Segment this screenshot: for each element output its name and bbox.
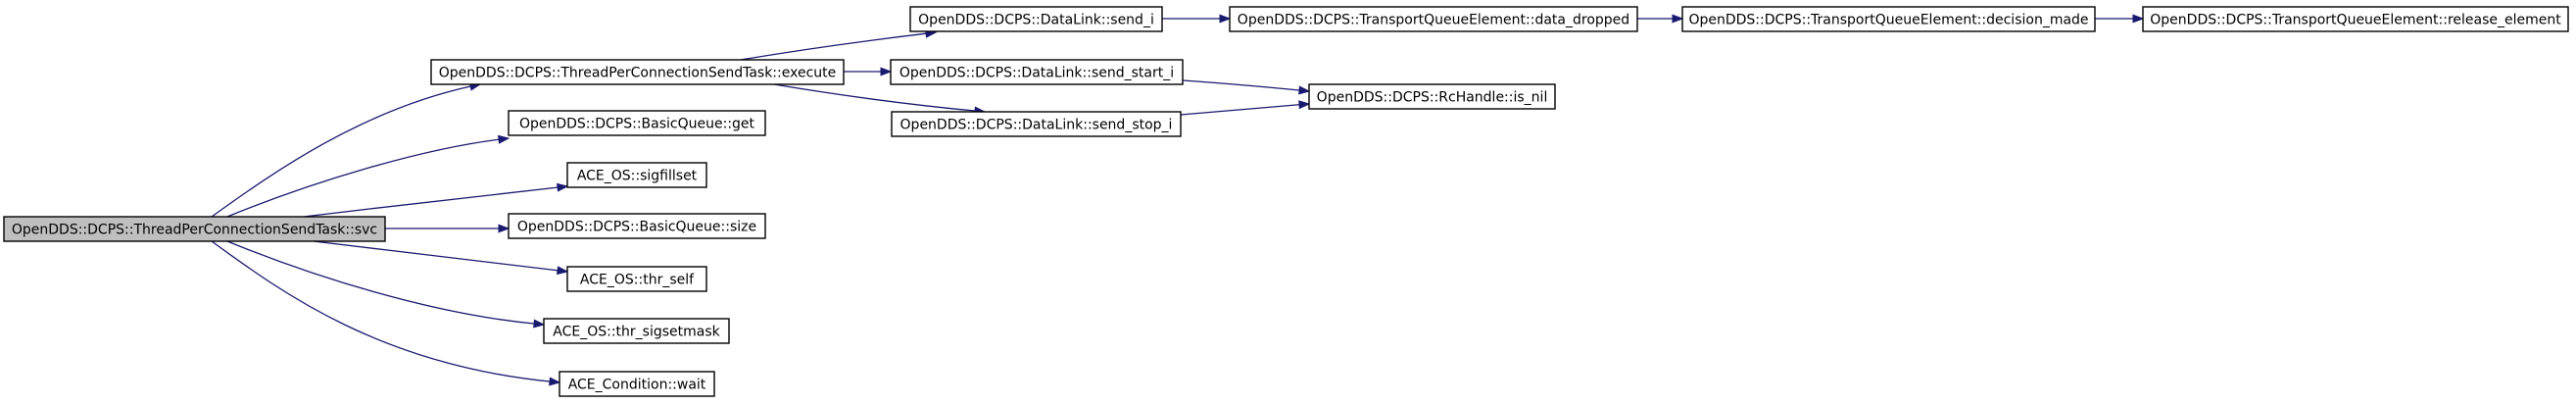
node-label: OpenDDS::DCPS::TransportQueueElement::re… [2150, 13, 2561, 28]
node-send-start-i[interactable]: OpenDDS::DCPS::DataLink::send_start_i [890, 59, 1184, 85]
arrowhead [880, 67, 893, 76]
edge-svc-to-wait [211, 240, 561, 386]
node-size[interactable]: OpenDDS::DCPS::BasicQueue::size [508, 213, 766, 239]
node-box[interactable] [508, 110, 766, 136]
node-data-dropped[interactable]: OpenDDS::DCPS::TransportQueueElement::da… [1229, 6, 1638, 32]
node-send-stop-i[interactable]: OpenDDS::DCPS::DataLink::send_stop_i [891, 111, 1182, 137]
edge-send_start_i-to-is_nil [1182, 79, 1311, 95]
arrowhead [1298, 100, 1311, 110]
edge-execute-to-send_start_i [844, 67, 893, 76]
edge-send_i-to-data_dropped [1162, 14, 1232, 24]
edge-line [211, 85, 472, 218]
node-box[interactable] [909, 6, 1163, 32]
node-label: OpenDDS::DCPS::TransportQueueElement::de… [1688, 13, 2088, 28]
arrowhead [533, 319, 546, 329]
edge-svc-to-get [226, 134, 510, 218]
node-thr-self[interactable]: ACE_OS::thr_self [566, 266, 707, 292]
node-label: ACE_OS::sigfillset [577, 169, 698, 184]
node-box[interactable] [430, 59, 845, 85]
edge-line [303, 186, 559, 218]
node-label: OpenDDS::DCPS::RcHandle::is_nil [1317, 90, 1548, 106]
node-box[interactable] [543, 318, 730, 344]
edge-svc-to-thr_sigsetmask [226, 240, 546, 329]
edge-data_dropped-to-decision_made [1637, 14, 1684, 24]
node-label: OpenDDS::DCPS::ThreadPerConnectionSendTa… [12, 223, 377, 238]
edge-svc-to-sigfillset [303, 182, 569, 218]
node-box[interactable] [891, 111, 1182, 137]
edge-line [211, 240, 552, 382]
node-wait[interactable]: ACE_Condition::wait [559, 371, 715, 397]
node-thr-sigsetmask[interactable]: ACE_OS::thr_sigsetmask [543, 318, 730, 344]
node-label: OpenDDS::DCPS::ThreadPerConnectionSendTa… [439, 66, 837, 81]
node-label: ACE_OS::thr_self [580, 273, 695, 288]
node-box[interactable] [1308, 83, 1556, 110]
node-release-element[interactable]: OpenDDS::DCPS::TransportQueueElement::re… [2142, 6, 2569, 32]
node-get[interactable]: OpenDDS::DCPS::BasicQueue::get [508, 110, 766, 136]
node-send-i[interactable]: OpenDDS::DCPS::DataLink::send_i [909, 6, 1163, 32]
node-box[interactable] [3, 216, 386, 242]
node-is-nil[interactable]: OpenDDS::DCPS::RcHandle::is_nil [1308, 83, 1556, 110]
edge-svc-to-thr_self [313, 240, 569, 276]
arrowhead [1219, 14, 1232, 24]
node-label: ACE_OS::thr_sigsetmask [553, 325, 720, 340]
node-decision-made[interactable]: OpenDDS::DCPS::TransportQueueElement::de… [1681, 6, 2096, 32]
node-label: OpenDDS::DCPS::DataLink::send_stop_i [900, 118, 1173, 133]
edge-send_stop_i-to-is_nil [1180, 100, 1311, 116]
edge-line [313, 240, 559, 272]
edge-execute-to-send_i [740, 28, 938, 61]
edge-execute-to-send_stop_i [773, 83, 987, 116]
edge-line [1182, 79, 1301, 91]
nodes-layer: OpenDDS::DCPS::ThreadPerConnectionSendTa… [3, 6, 2569, 397]
arrowhead [2132, 14, 2145, 24]
node-box[interactable] [566, 162, 707, 188]
node-box[interactable] [559, 371, 715, 397]
node-label: OpenDDS::DCPS::DataLink::send_i [918, 13, 1154, 28]
node-label: OpenDDS::DCPS::TransportQueueElement::da… [1238, 13, 1629, 28]
node-label: OpenDDS::DCPS::DataLink::send_start_i [899, 66, 1174, 81]
node-label: OpenDDS::DCPS::BasicQueue::get [519, 117, 755, 132]
edge-svc-to-size [385, 224, 510, 233]
edge-line [773, 83, 977, 112]
arrowhead [557, 266, 569, 276]
node-box[interactable] [566, 266, 707, 292]
edge-line [740, 32, 928, 61]
node-box[interactable] [2142, 6, 2569, 32]
node-svc[interactable]: OpenDDS::DCPS::ThreadPerConnectionSendTa… [3, 216, 386, 242]
arrowhead [549, 377, 561, 386]
arrowhead [498, 224, 510, 233]
node-box[interactable] [508, 213, 766, 239]
edge-line [226, 240, 536, 325]
arrowhead [498, 134, 510, 144]
node-box[interactable] [890, 59, 1184, 85]
node-label: ACE_Condition::wait [568, 378, 706, 393]
node-execute[interactable]: OpenDDS::DCPS::ThreadPerConnectionSendTa… [430, 59, 845, 85]
arrowhead [1672, 14, 1684, 24]
node-label: OpenDDS::DCPS::BasicQueue::size [517, 220, 756, 235]
edge-decision_made-to-release_element [2095, 14, 2145, 24]
arrowhead [1298, 85, 1311, 95]
edge-line [1180, 104, 1301, 116]
node-box[interactable] [1229, 6, 1638, 32]
node-sigfillset[interactable]: ACE_OS::sigfillset [566, 162, 707, 188]
edge-line [226, 138, 501, 218]
node-box[interactable] [1681, 6, 2096, 32]
arrowhead [557, 182, 569, 192]
